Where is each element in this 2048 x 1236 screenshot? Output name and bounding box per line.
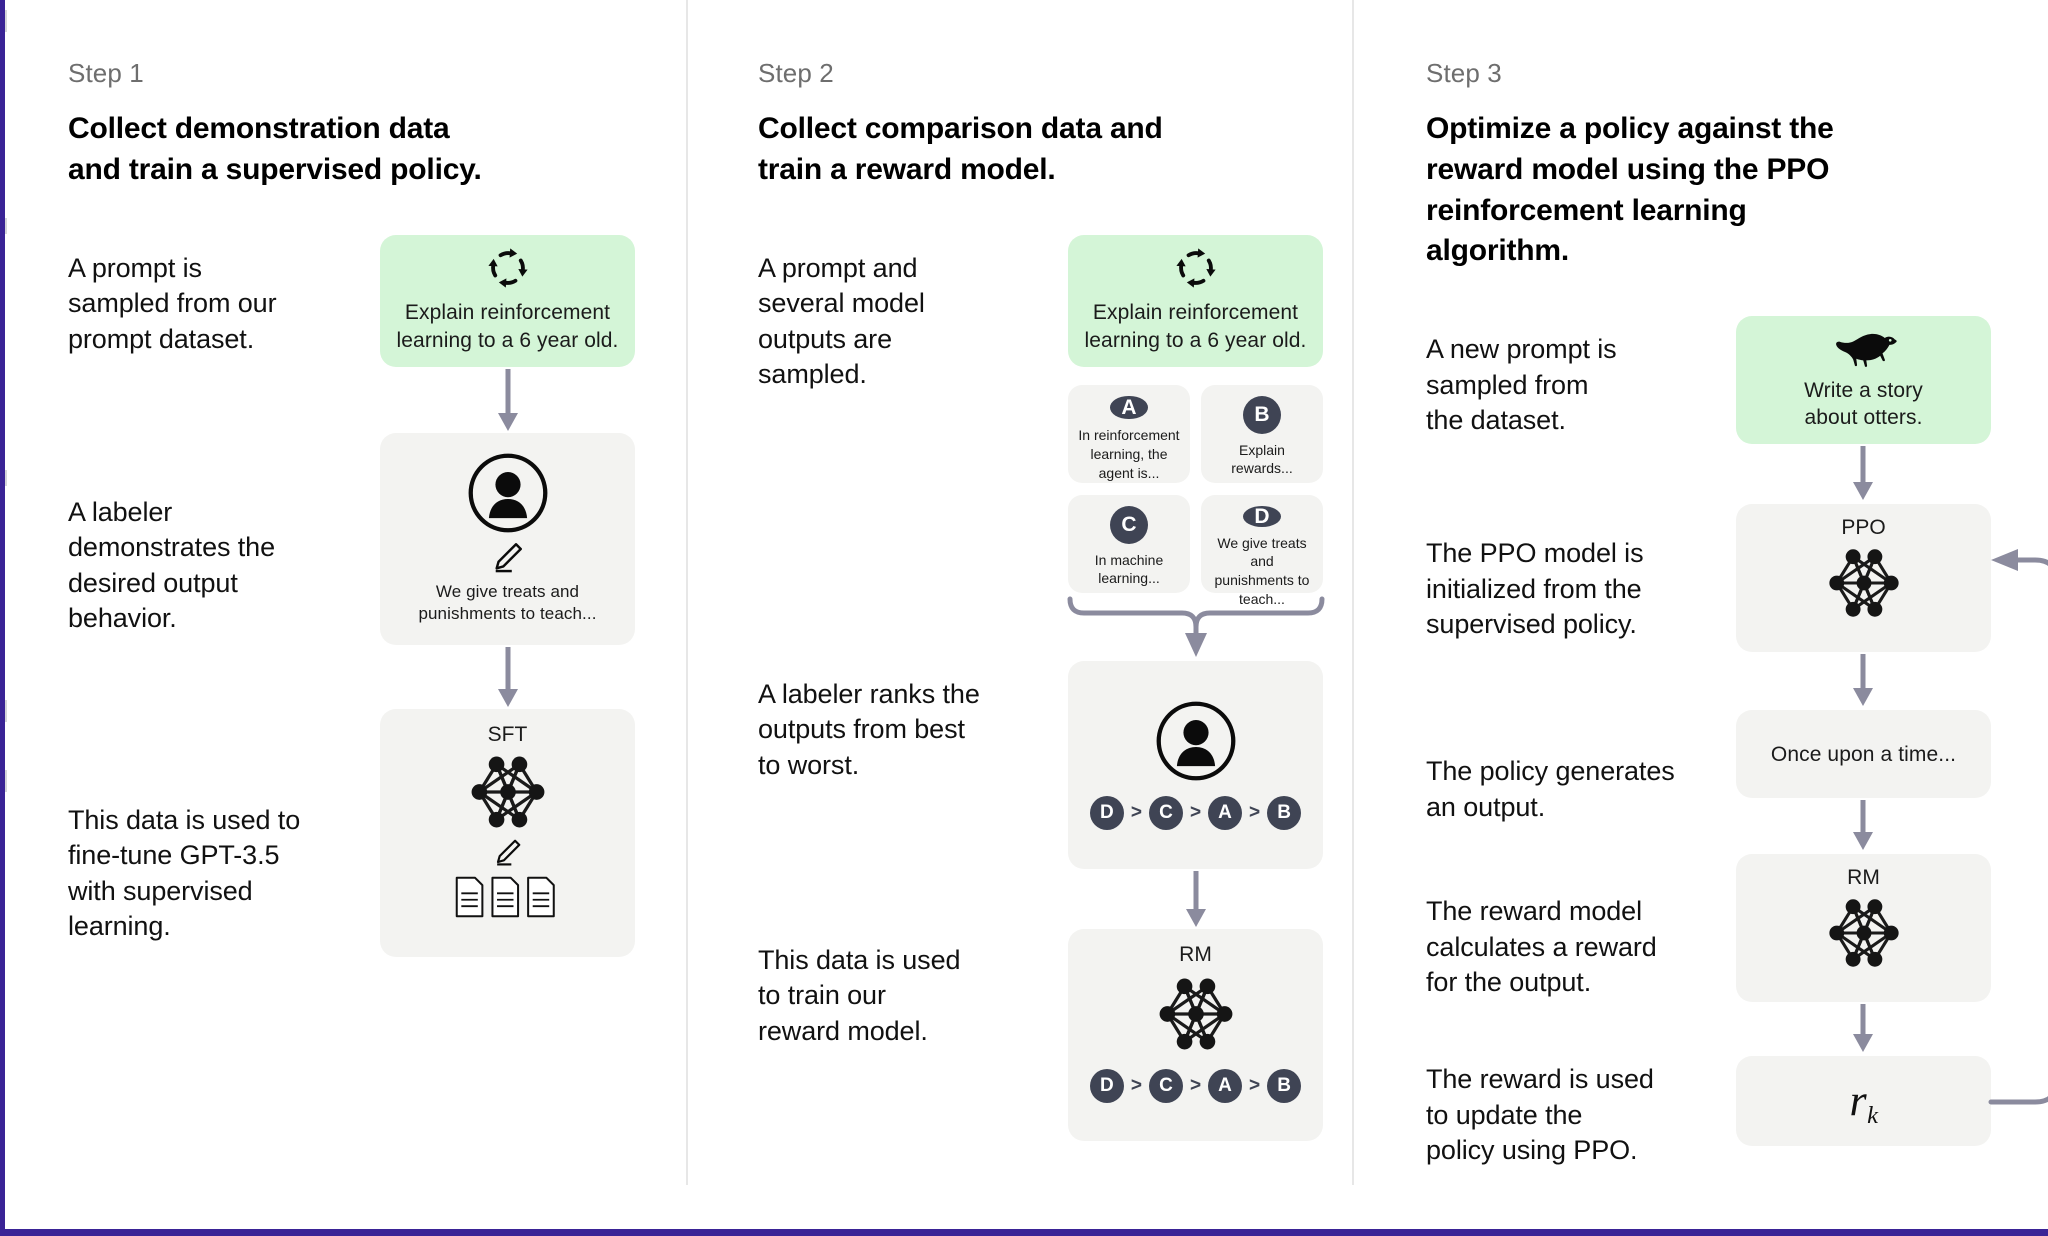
margin-artifact-top xyxy=(0,10,7,32)
step-1-flow: A prompt is sampled from our prompt data… xyxy=(68,233,686,1093)
step-2-option-card-a[interactable]: A In reinforcement learning, the agent i… xyxy=(1068,384,1190,483)
reward-symbol: rk xyxy=(1849,1076,1878,1128)
option-text-c: In machine learning... xyxy=(1094,551,1164,587)
step-1-labeler-node[interactable]: We give treats and punishments to teach.… xyxy=(380,432,635,645)
step-3-caption-2: The PPO model is initialized from the su… xyxy=(1426,538,1644,640)
neural-network-icon xyxy=(1148,973,1244,1055)
step-3-kicker: Step 3 xyxy=(1426,58,1502,88)
reward-symbol-base: r xyxy=(1849,1076,1867,1126)
margin-artifact-mid3 xyxy=(0,700,7,722)
step-3-caption-1: A new prompt is sampled from the dataset… xyxy=(1426,334,1617,436)
step-3-output-node[interactable]: Once upon a time... xyxy=(1736,710,1991,799)
step-2-title: Collect comparison data and train a rewa… xyxy=(758,112,1163,186)
rank-chip-3: A xyxy=(1208,795,1243,830)
cycle-arrows-icon xyxy=(487,247,529,289)
rank-chip-2: C xyxy=(1148,795,1183,830)
step-2-rm-node[interactable]: RM xyxy=(1068,928,1323,1141)
cycle-arrows-icon xyxy=(1175,247,1217,289)
step-2-column: Step 2 Collect comparison data and train… xyxy=(686,0,1352,1185)
rank-chip-4: B xyxy=(1267,795,1302,830)
step-2-caption-1: A prompt and several model outputs are s… xyxy=(758,252,925,390)
step-2-rm-ranking-row: D > C > A > B xyxy=(1089,1068,1302,1103)
option-chip-b: B xyxy=(1243,395,1281,434)
step-1-kicker: Step 1 xyxy=(68,58,144,88)
step-3-caption-3: The policy generates an output. xyxy=(1426,756,1675,822)
documents-icon xyxy=(454,875,562,919)
step-2-option-card-c[interactable]: C In machine learning... xyxy=(1068,494,1190,593)
option-chip-c: C xyxy=(1110,505,1148,544)
rank-separator-3: > xyxy=(1249,802,1261,824)
step-1-title: Collect demonstration data and train a s… xyxy=(68,112,482,186)
rm-rank-chip-4: B xyxy=(1267,1068,1302,1103)
rm-rank-chip-2: C xyxy=(1148,1068,1183,1103)
option-text-a: In reinforcement learning, the agent is.… xyxy=(1078,427,1180,481)
step-3-caption-4: The reward model calculates a reward for… xyxy=(1426,896,1657,998)
step-1-sft-node[interactable]: SFT xyxy=(380,708,635,957)
step-2-labeler-node[interactable]: D > C > A > B xyxy=(1068,660,1323,869)
step-2-prompt-text: Explain reinforcement learning to a 6 ye… xyxy=(1084,301,1307,352)
step-2-caption-3: This data is used to train our reward mo… xyxy=(758,944,961,1046)
step-1-prompt-node[interactable]: Explain reinforcement learning to a 6 ye… xyxy=(380,234,635,367)
rm-rank-separator-1: > xyxy=(1130,1075,1142,1097)
step-3-prompt-node[interactable]: Write a story about otters. xyxy=(1736,316,1991,445)
rlhf-diagram-board: Step 1 Collect demonstration data and tr… xyxy=(0,0,2048,1185)
step-3-ppo-node[interactable]: PPO xyxy=(1736,504,1991,653)
step-3-caption-5: The reward is used to update the policy … xyxy=(1426,1064,1654,1166)
step-3-flow: A new prompt is sampled from the dataset… xyxy=(1426,314,2048,1194)
step-2-option-card-d[interactable]: D We give treats and punishments to teac… xyxy=(1201,494,1323,607)
margin-artifact-mid1 xyxy=(0,218,7,234)
rm-rank-separator-3: > xyxy=(1249,1075,1261,1097)
step-3-reward-node[interactable]: rk xyxy=(1736,1056,1991,1147)
step-2-prompt-node[interactable]: Explain reinforcement learning to a 6 ye… xyxy=(1068,234,1323,367)
labeler-person-icon xyxy=(1155,700,1237,782)
step-3-output-text: Once upon a time... xyxy=(1770,742,1957,766)
step-3-prompt-text: Write a story about otters. xyxy=(1804,378,1923,430)
step-1-sft-title: SFT xyxy=(487,722,528,746)
labeler-person-icon xyxy=(467,452,549,534)
rank-chip-1: D xyxy=(1089,795,1124,830)
step-1-column: Step 1 Collect demonstration data and tr… xyxy=(0,0,686,1185)
reward-symbol-subscript: k xyxy=(1867,1102,1879,1130)
pencil-icon xyxy=(491,540,525,574)
step-3-column: Step 3 Optimize a policy against the rew… xyxy=(1352,0,2048,1185)
rank-separator-1: > xyxy=(1130,802,1142,824)
step-1-prompt-text: Explain reinforcement learning to a 6 ye… xyxy=(396,301,619,352)
option-chip-a: A xyxy=(1110,395,1148,420)
rm-rank-chip-3: A xyxy=(1208,1068,1243,1103)
rank-separator-2: > xyxy=(1189,802,1202,824)
step-3-rm-title: RM xyxy=(1847,866,1880,890)
step-1-caption-2: A labeler demonstrates the desired outpu… xyxy=(68,496,276,634)
step-2-option-card-b[interactable]: B Explain rewards... xyxy=(1201,384,1323,483)
option-text-b: Explain rewards... xyxy=(1231,441,1293,477)
otter-icon xyxy=(1827,329,1901,367)
neural-network-icon xyxy=(1818,894,1910,972)
neural-network-icon xyxy=(460,751,556,833)
step-1-caption-1: A prompt is sampled from our prompt data… xyxy=(68,252,277,354)
step-2-ranking-row: D > C > A > B xyxy=(1089,795,1302,830)
step-3-title: Optimize a policy against the reward mod… xyxy=(1426,112,1834,268)
step-2-kicker: Step 2 xyxy=(758,58,834,88)
margin-artifact-mid2 xyxy=(0,470,7,486)
step-2-flow: A prompt and several model outputs are s… xyxy=(758,233,1352,1141)
option-text-d: We give treats and punishments to teach.… xyxy=(1214,534,1310,607)
step-3-ppo-title: PPO xyxy=(1841,516,1886,540)
neural-network-icon xyxy=(1818,544,1910,622)
step-2-rm-title: RM xyxy=(1179,942,1212,966)
rm-rank-separator-2: > xyxy=(1189,1075,1202,1097)
step-2-caption-2: A labeler ranks the outputs from best to… xyxy=(758,678,980,780)
margin-artifact-mid4 xyxy=(0,770,7,792)
option-chip-d: D xyxy=(1243,505,1281,527)
step-1-caption-3: This data is used to fine-tune GPT-3.5 w… xyxy=(68,804,301,942)
step-1-labeler-text: We give treats and punishments to teach.… xyxy=(418,581,597,624)
pencil-icon xyxy=(493,837,523,867)
step-3-rm-node[interactable]: RM xyxy=(1736,854,1991,1003)
rm-rank-chip-1: D xyxy=(1089,1068,1124,1103)
